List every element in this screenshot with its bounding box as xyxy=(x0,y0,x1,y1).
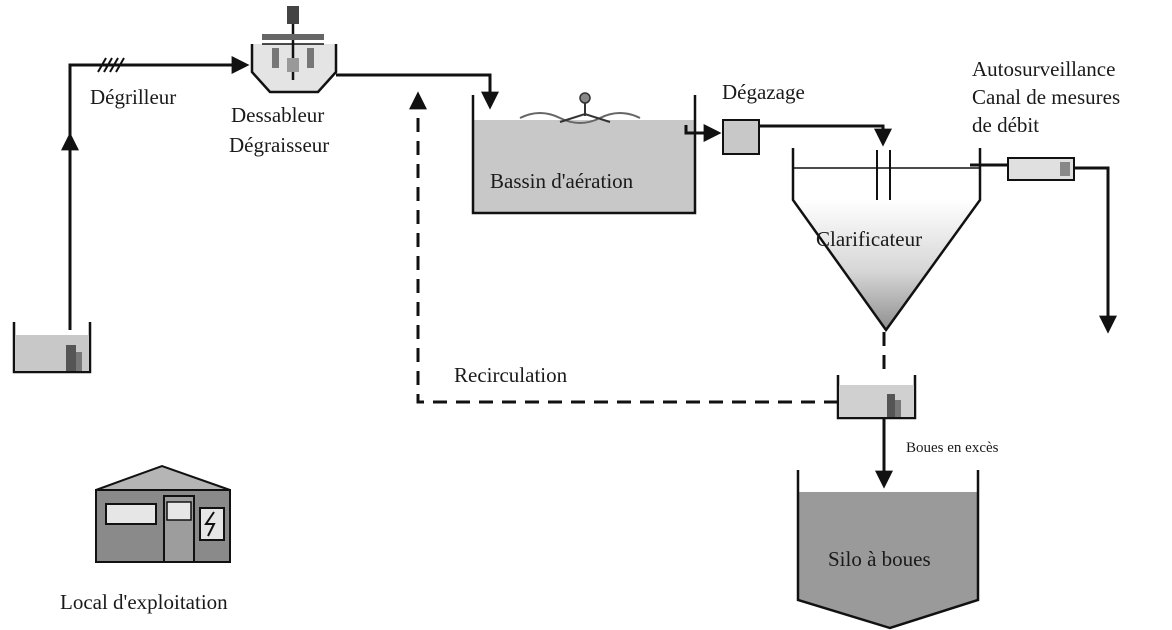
aeration-basin xyxy=(471,92,697,215)
pipe-to-clarifier xyxy=(759,124,892,147)
label-degraisseur: Dégraisseur xyxy=(229,133,329,157)
label-bassin: Bassin d'aération xyxy=(490,169,634,193)
clarifier xyxy=(791,148,982,333)
label-recirculation: Recirculation xyxy=(454,363,568,387)
degazage-tank xyxy=(722,119,760,155)
label-degazage: Dégazage xyxy=(722,80,805,104)
label-canal-mesures: Canal de mesures xyxy=(972,85,1120,109)
inlet-pipe xyxy=(61,56,250,330)
label-dessableur: Dessableur xyxy=(231,103,324,127)
recirculation-line xyxy=(409,91,838,404)
inlet-tank xyxy=(12,322,92,374)
sludge-silo xyxy=(796,470,980,630)
recirculation-well xyxy=(836,375,917,420)
label-degrilleur: Dégrilleur xyxy=(90,85,176,109)
label-local: Local d'exploitation xyxy=(60,590,228,614)
flow-meter-channel xyxy=(1007,157,1075,181)
pipe-to-degazage xyxy=(684,124,722,142)
dessableur-tank xyxy=(250,6,338,94)
label-debit: de débit xyxy=(972,113,1039,137)
label-boues-exces: Boues en excès xyxy=(906,440,999,456)
label-clarificateur: Clarificateur xyxy=(816,227,922,251)
label-silo: Silo à boues xyxy=(828,547,931,571)
pipe-to-aeration xyxy=(336,73,499,110)
pipe-outlet xyxy=(1074,166,1117,334)
screen-hatch-icon xyxy=(97,57,125,73)
operations-building-icon xyxy=(95,464,231,563)
label-autosurveillance: Autosurveillance xyxy=(972,57,1115,81)
